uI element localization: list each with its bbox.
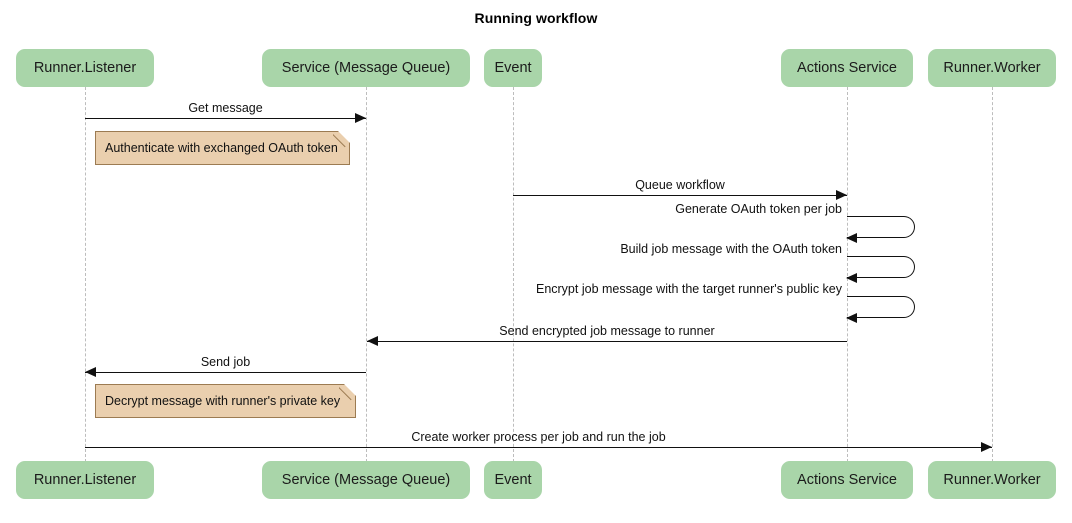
participant-runner-worker-bottom[interactable]: Runner.Worker xyxy=(928,461,1056,499)
participant-label: Service (Message Queue) xyxy=(281,472,451,488)
message-label-send-encrypted: Send encrypted job message to runner xyxy=(499,324,715,338)
arrowhead-get-message xyxy=(355,113,366,124)
message-label-create-worker: Create worker process per job and run th… xyxy=(411,430,666,444)
note-text: Decrypt message with runner's private ke… xyxy=(105,394,341,408)
participant-event-bottom[interactable]: Event xyxy=(484,461,542,499)
message-line-create-worker xyxy=(85,447,992,448)
note-fold-edge-icon xyxy=(333,131,350,148)
participant-label: Event xyxy=(494,60,532,76)
message-line-get-message xyxy=(85,118,366,119)
participant-service-queue-top[interactable]: Service (Message Queue) xyxy=(262,49,470,87)
message-label-send-job: Send job xyxy=(200,355,251,369)
note-authenticate: Authenticate with exchanged OAuth token xyxy=(95,131,350,165)
message-label-encrypt-message: Encrypt job message with the target runn… xyxy=(535,282,842,296)
note-fold-edge-icon xyxy=(339,384,356,401)
lifeline-runner-worker xyxy=(992,87,993,462)
message-line-queue-workflow xyxy=(513,195,847,196)
participant-runner-worker-top[interactable]: Runner.Worker xyxy=(928,49,1056,87)
arrowhead-create-worker xyxy=(981,442,992,453)
participant-label: Runner.Worker xyxy=(943,472,1041,488)
note-decrypt: Decrypt message with runner's private ke… xyxy=(95,384,356,418)
participant-label: Runner.Listener xyxy=(33,472,137,488)
note-text: Authenticate with exchanged OAuth token xyxy=(105,141,338,155)
arrowhead-send-job xyxy=(85,367,96,378)
page-title: Running workflow xyxy=(474,10,598,26)
message-label-build-message: Build job message with the OAuth token xyxy=(620,242,842,256)
participant-actions-service-top[interactable]: Actions Service xyxy=(781,49,913,87)
participant-actions-service-bottom[interactable]: Actions Service xyxy=(781,461,913,499)
participant-runner-listener-top[interactable]: Runner.Listener xyxy=(16,49,154,87)
participant-label: Event xyxy=(494,472,532,488)
arrowhead-send-encrypted xyxy=(367,336,378,347)
participant-label: Runner.Worker xyxy=(943,60,1041,76)
participant-event-top[interactable]: Event xyxy=(484,49,542,87)
arrowhead-queue-workflow xyxy=(836,190,847,201)
arrowhead-generate-token xyxy=(846,232,857,243)
message-label-queue-workflow: Queue workflow xyxy=(635,178,725,192)
message-label-generate-token: Generate OAuth token per job xyxy=(675,202,842,216)
self-message-build-message xyxy=(847,256,915,278)
message-label-get-message: Get message xyxy=(188,101,263,115)
participant-label: Service (Message Queue) xyxy=(281,60,451,76)
lifeline-runner-listener xyxy=(85,87,86,462)
self-message-generate-token xyxy=(847,216,915,238)
participant-label: Actions Service xyxy=(797,472,897,488)
arrowhead-build-message xyxy=(846,272,857,283)
participant-service-queue-bottom[interactable]: Service (Message Queue) xyxy=(262,461,470,499)
participant-label: Runner.Listener xyxy=(33,60,137,76)
self-message-encrypt-message xyxy=(847,296,915,318)
message-line-send-encrypted xyxy=(367,341,847,342)
participant-runner-listener-bottom[interactable]: Runner.Listener xyxy=(16,461,154,499)
lifeline-service-queue xyxy=(366,87,367,462)
arrowhead-encrypt-message xyxy=(846,312,857,323)
participant-label: Actions Service xyxy=(797,60,897,76)
lifeline-event xyxy=(513,87,514,462)
message-line-send-job xyxy=(85,372,366,373)
